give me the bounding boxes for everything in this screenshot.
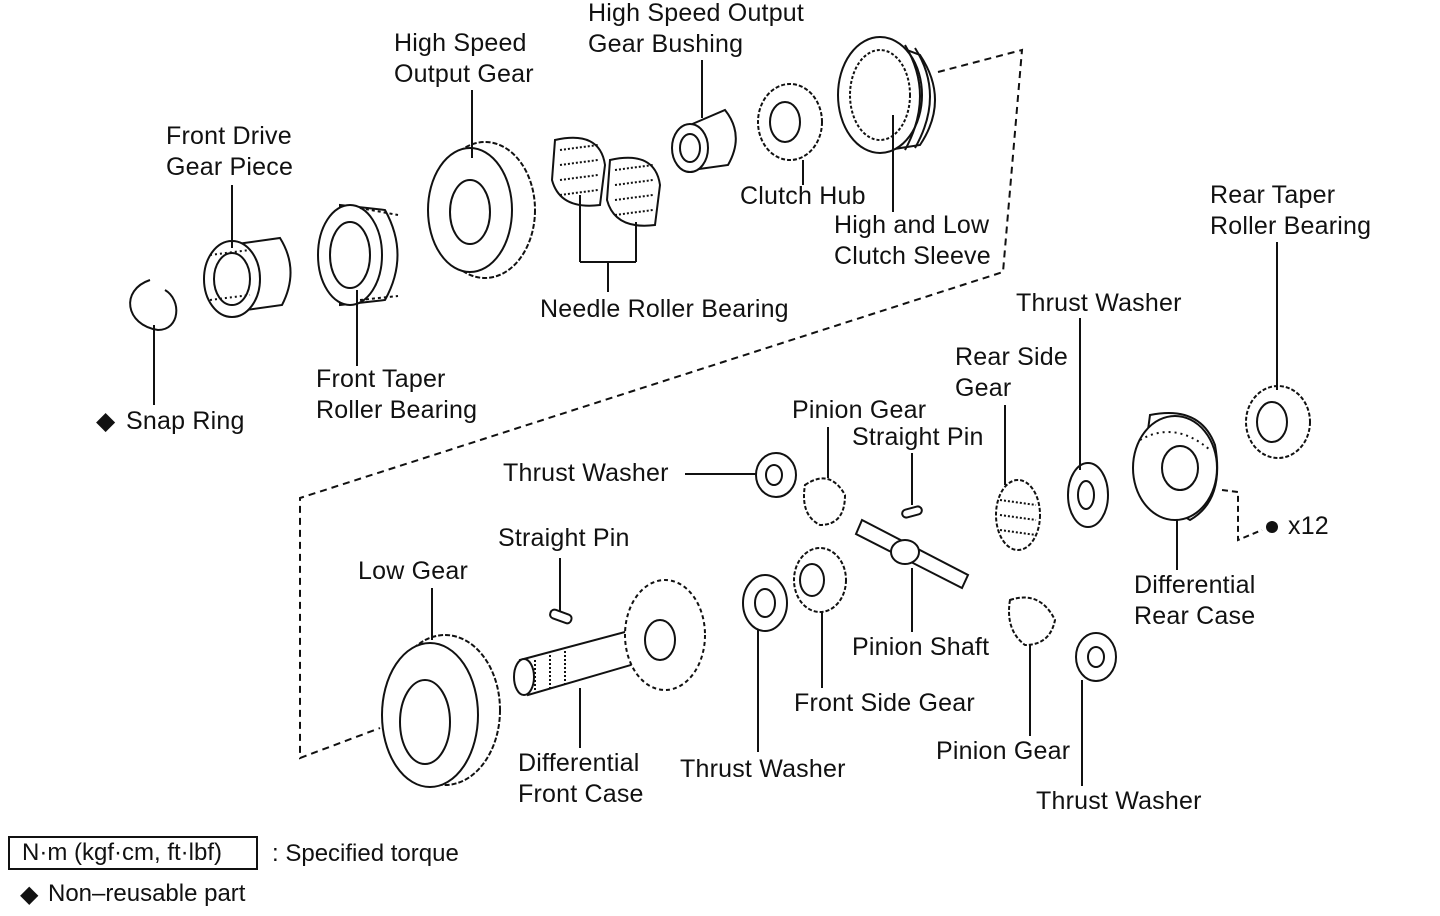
snap-ring-part [129, 279, 178, 332]
label-needle-roller-bearing: Needle Roller Bearing [540, 295, 789, 323]
label-rear-taper-roller-bearing: Rear Taper Roller Bearing [1210, 181, 1372, 240]
label-pinion-shaft: Pinion Shaft [852, 633, 990, 661]
needle-roller-bearing-part [550, 136, 662, 227]
label-straight-pin-upper: Straight Pin [852, 423, 984, 451]
high-low-clutch-sleeve-part [837, 36, 936, 154]
clutch-hub-part [757, 83, 823, 161]
thrust-washer-upper-right-part [1067, 462, 1109, 528]
pinion-gear-lower-part [1008, 596, 1057, 647]
straight-pin-lower-part [549, 608, 573, 625]
front-taper-roller-bearing-part [317, 203, 399, 307]
rear-side-gear-part [995, 479, 1041, 551]
low-gear-part [381, 634, 501, 788]
label-thrust-washer-bottom-right: Thrust Washer [1036, 787, 1202, 815]
label-high-low-clutch-sleeve: High and Low Clutch Sleeve [834, 211, 991, 270]
front-drive-gear-piece-part [203, 236, 292, 318]
label-front-taper-roller-bearing: Front Taper Roller Bearing [316, 365, 478, 424]
straight-pin-upper-part [901, 505, 923, 519]
label-high-speed-output-gear: High Speed Output Gear [394, 29, 534, 88]
label-pinion-gear-upper: Pinion Gear [792, 396, 927, 424]
label-high-speed-output-gear-bushing: High Speed Output Gear Bushing [588, 0, 805, 58]
label-clutch-hub: Clutch Hub [740, 182, 866, 210]
pinion-gear-upper-part [803, 477, 847, 527]
thrust-washer-bottom-mid-part [742, 574, 788, 632]
label-snap-ring: Snap Ring [126, 407, 245, 435]
bolt-dashed-line [1221, 489, 1263, 542]
label-snap-ring-diamond: ◆ [96, 407, 116, 435]
legend-nonreusable: Non–reusable part [48, 880, 246, 907]
leader-lines [153, 60, 1278, 786]
label-x12: x12 [1288, 512, 1329, 540]
label-differential-rear-case: Differential Rear Case [1134, 571, 1256, 630]
label-pinion-gear-lower: Pinion Gear [936, 737, 1071, 765]
label-thrust-washer-left: Thrust Washer [503, 459, 669, 487]
rear-taper-roller-bearing-part [1245, 385, 1311, 459]
label-differential-front-case: Differential Front Case [518, 749, 644, 808]
differential-front-case-part [513, 579, 706, 697]
thrust-washer-left-part [755, 452, 797, 498]
bolt-part [1266, 521, 1278, 533]
label-front-drive-gear-piece: Front Drive Gear Piece [166, 122, 294, 181]
legend-diamond-icon: ◆ [20, 881, 39, 908]
high-speed-output-gear-bushing-part [671, 108, 737, 173]
differential-rear-case-part [1132, 412, 1219, 522]
label-low-gear: Low Gear [358, 557, 468, 585]
label-rear-side-gear: Rear Side Gear [955, 343, 1068, 402]
high-speed-output-gear-part [427, 141, 536, 279]
legend-torque-box: N·m (kgf·cm, ft·lbf) [8, 836, 258, 870]
label-thrust-washer-upper-right: Thrust Washer [1016, 289, 1182, 317]
pinion-shaft-part [854, 518, 970, 590]
label-front-side-gear: Front Side Gear [794, 689, 975, 717]
legend-torque-desc: : Specified torque [272, 840, 459, 867]
assembly-dashed-line [299, 48, 1024, 760]
front-side-gear-part [793, 547, 847, 613]
thrust-washer-bottom-right-part [1075, 632, 1117, 682]
label-straight-pin-lower: Straight Pin [498, 524, 630, 552]
label-thrust-washer-bottom-mid: Thrust Washer [680, 755, 846, 783]
